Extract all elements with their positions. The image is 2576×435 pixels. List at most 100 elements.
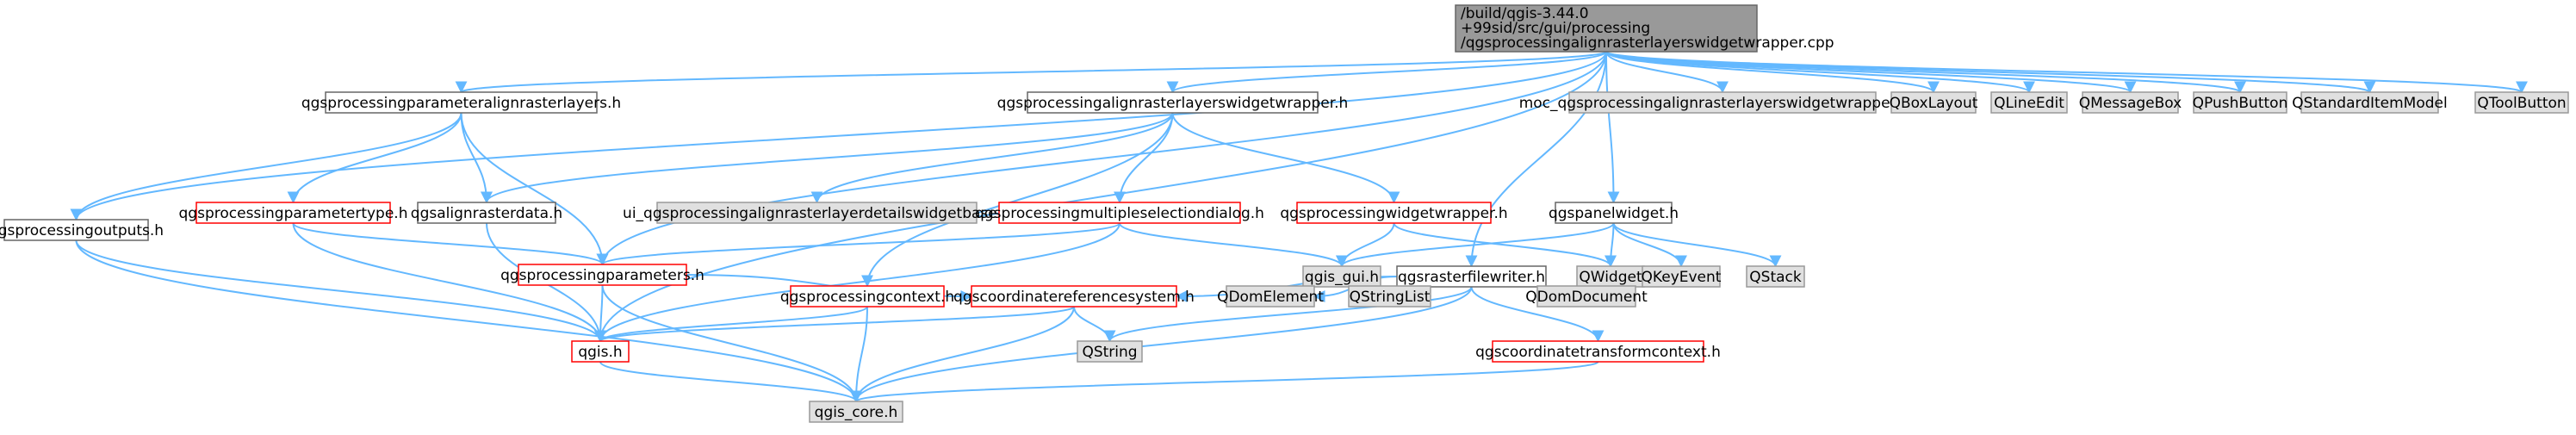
node-label: qgis_core.h — [815, 404, 898, 421]
node-qgis_core: qgis_core.h — [809, 401, 903, 423]
node-label: qgsalignrasterdata.h — [411, 205, 562, 222]
edge-root-to-qpushbutton — [1605, 51, 2246, 94]
edge-root-to-align_layers — [456, 51, 1607, 94]
edge-widget_wrapper_h-to-widgetwrapper — [1171, 112, 1400, 204]
edge-panelwidget-to-qstack — [1612, 222, 1782, 268]
node-box — [1746, 265, 1805, 288]
node-label: qgis_gui.h — [1305, 269, 1379, 286]
edge-root-to-parameters — [596, 51, 1607, 266]
node-label: qgsprocessingalignrasterlayerswidgetwrap… — [997, 95, 1349, 112]
node-qdomdocument: QDomDocument — [1525, 285, 1648, 308]
node-label: qgspanelwidget.h — [1549, 205, 1679, 222]
node-root[interactable]: /build/qgis-3.44.0+99sid/src/gui/process… — [1455, 4, 1834, 53]
node-panelwidget[interactable]: qgspanelwidget.h — [1549, 202, 1679, 224]
edge-align_layers-to-paramtype — [287, 112, 462, 204]
node-box — [656, 202, 978, 224]
node-qpushbutton: QPushButton — [2193, 91, 2288, 114]
node-box — [1642, 265, 1721, 288]
node-widget_wrapper_h[interactable]: qgsprocessingalignrasterlayerswidgetwrap… — [997, 91, 1349, 114]
edge-align_layers-to-alignrasterdata — [460, 112, 493, 204]
node-box — [2082, 91, 2179, 114]
node-box — [1576, 265, 1645, 288]
node-qboxlayout: QBoxLayout — [1890, 91, 1978, 114]
node-label: QDomDocument — [1525, 289, 1648, 306]
node-qtoolbutton: QToolButton — [2474, 91, 2569, 114]
node-box — [1226, 285, 1315, 308]
node-box — [790, 285, 945, 308]
node-label: qgis.h — [578, 344, 622, 361]
node-qstack: QStack — [1746, 265, 1805, 288]
node-box — [1296, 202, 1492, 224]
node-label: QString — [1082, 344, 1137, 361]
node-label: ui_qgsprocessingalignrasterlayerdetailsw… — [623, 205, 1011, 222]
edge-root-to-widget_wrapper_h — [1166, 51, 1607, 94]
node-context[interactable]: qgsprocessingcontext.h — [780, 285, 954, 308]
node-label: qgscoordinatereferencesystem.h — [953, 289, 1195, 306]
node-label: +99sid/src/gui/processing — [1461, 20, 1650, 37]
node-box — [998, 202, 1241, 224]
node-box — [1536, 285, 1636, 308]
node-box — [2193, 91, 2287, 114]
node-box — [1890, 91, 1977, 114]
node-box — [1455, 4, 1758, 53]
node-qdomelement: QDomElement — [1217, 285, 1324, 308]
node-qgis_gui: qgis_gui.h — [1302, 265, 1381, 288]
node-moc: moc_qgsprocessingalignrasterlayerswidget… — [1519, 91, 1926, 114]
node-qstring: QString — [1077, 340, 1143, 363]
edge-multiselect-to-qgis_h — [594, 222, 1120, 343]
edge-outputs-to-qgis_core — [75, 239, 862, 403]
node-label: qgsprocessingparameteralignrasterlayers.… — [301, 95, 621, 112]
node-parameters[interactable]: qgsprocessingparameters.h — [500, 264, 705, 286]
edge-align_layers-to-parameters — [460, 112, 609, 266]
node-label: QKeyEvent — [1642, 269, 1722, 286]
edge-rasterfilewriter-to-qstring — [1103, 286, 1473, 343]
node-ui_details: ui_qgsprocessingalignrasterlayerdetailsw… — [623, 202, 1011, 224]
node-align_layers[interactable]: qgsprocessingparameteralignrasterlayers.… — [301, 91, 621, 114]
edge-rasterfilewriter-to-qgis_core — [850, 286, 1473, 403]
edge-align_layers-to-outputs — [70, 112, 462, 221]
node-box — [1348, 285, 1431, 308]
edge-parameters-to-qgis_core — [601, 284, 862, 403]
node-qgis_h[interactable]: qgis.h — [571, 340, 630, 363]
node-qlineedit: QLineEdit — [1990, 91, 2068, 114]
node-label: QStringList — [1350, 289, 1431, 306]
node-label: qgsprocessingoutputs.h — [0, 222, 164, 239]
edge-rasterfilewriter-to-transformcontext — [1470, 286, 1605, 343]
node-crs[interactable]: qgscoordinatereferencesystem.h — [953, 285, 1195, 308]
node-multiselect[interactable]: qgsprocessingmultipleselectiondialog.h — [975, 202, 1264, 224]
edge-root-to-qstandarditemmodel — [1605, 51, 2375, 94]
edge-root-to-moc — [1605, 51, 1729, 94]
node-label: QStack — [1749, 269, 1802, 286]
edge-multiselect-to-parameters — [596, 222, 1120, 266]
node-outputs[interactable]: qgsprocessingoutputs.h — [0, 219, 164, 241]
node-label: QPushButton — [2193, 95, 2288, 112]
node-label: qgscoordinatetransformcontext.h — [1475, 344, 1721, 361]
edge-widget_wrapper_h-to-ui_details — [810, 112, 1174, 204]
node-label: QToolButton — [2477, 95, 2566, 112]
edge-panelwidget-to-qwidget — [1605, 222, 1617, 268]
edge-root-to-qgis_h — [594, 51, 1607, 343]
node-widgetwrapper[interactable]: qgsprocessingwidgetwrapper.h — [1280, 202, 1508, 224]
node-label: qgsprocessingparameters.h — [500, 267, 705, 284]
node-label: QBoxLayout — [1890, 95, 1978, 112]
node-paramtype[interactable]: qgsprocessingparametertype.h — [179, 202, 408, 224]
node-box — [196, 202, 391, 224]
node-label: QDomElement — [1217, 289, 1324, 306]
node-label: /build/qgis-3.44.0 — [1461, 5, 1589, 22]
node-label: qgsrasterfilewriter.h — [1398, 269, 1545, 286]
node-transformcontext[interactable]: qgscoordinatetransformcontext.h — [1475, 340, 1721, 363]
edge-panelwidget-to-qkeyevent — [1612, 222, 1687, 268]
node-box — [1568, 91, 1877, 114]
edge-outputs-to-qgis_h — [75, 239, 606, 343]
node-rasterfilewriter[interactable]: qgsrasterfilewriter.h — [1396, 265, 1547, 288]
node-box — [2300, 91, 2439, 114]
node-label: QStandardItemModel — [2292, 95, 2447, 112]
node-box — [1990, 91, 2068, 114]
node-alignrasterdata[interactable]: qgsalignrasterdata.h — [411, 202, 562, 224]
edge-widgetwrapper-to-qwidget — [1393, 222, 1617, 268]
edge-context-to-qgis_h — [594, 306, 868, 343]
edge-qgis_h-to-qgis_core — [599, 361, 862, 403]
node-box — [1492, 340, 1704, 363]
node-box — [571, 340, 630, 363]
